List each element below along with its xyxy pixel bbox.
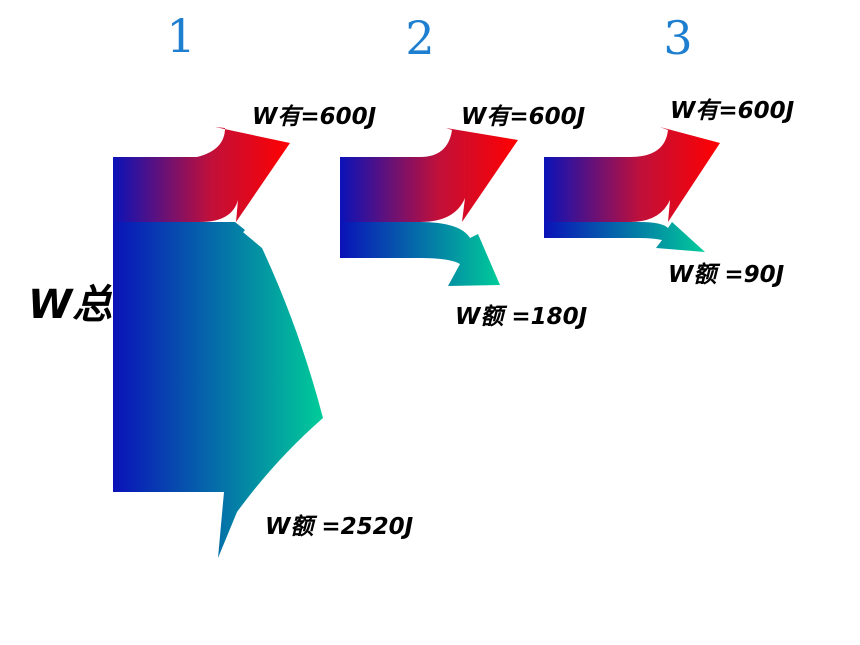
useful-work-arrow-3 <box>544 127 720 222</box>
panel-number-2: 2 <box>405 11 434 65</box>
panel-1: W有=600J W额 =2520J <box>113 104 414 558</box>
extra-work-label-2: W额 =180J <box>455 304 588 330</box>
extra-work-arrow-2 <box>340 222 500 286</box>
panel-number-1: 1 <box>166 9 195 63</box>
panel-number-3: 3 <box>663 11 692 65</box>
total-work-label: W总 <box>28 282 112 328</box>
useful-work-label-2: W有=600J <box>461 104 586 130</box>
extra-work-label-1: W额 =2520J <box>265 514 414 540</box>
useful-work-arrow-2 <box>340 128 518 222</box>
extra-work-label-3: W额 =90J <box>668 262 785 288</box>
useful-work-label-1: W有=600J <box>252 104 377 130</box>
panel-2: W有=600J W额 =180J <box>340 104 588 330</box>
useful-work-arrow-1 <box>113 127 290 222</box>
extra-work-arrow-1 <box>113 222 323 558</box>
panel-3: W有=600J W额 =90J <box>544 98 795 288</box>
useful-work-label-3: W有=600J <box>670 98 795 124</box>
extra-work-arrow-3 <box>544 222 705 252</box>
